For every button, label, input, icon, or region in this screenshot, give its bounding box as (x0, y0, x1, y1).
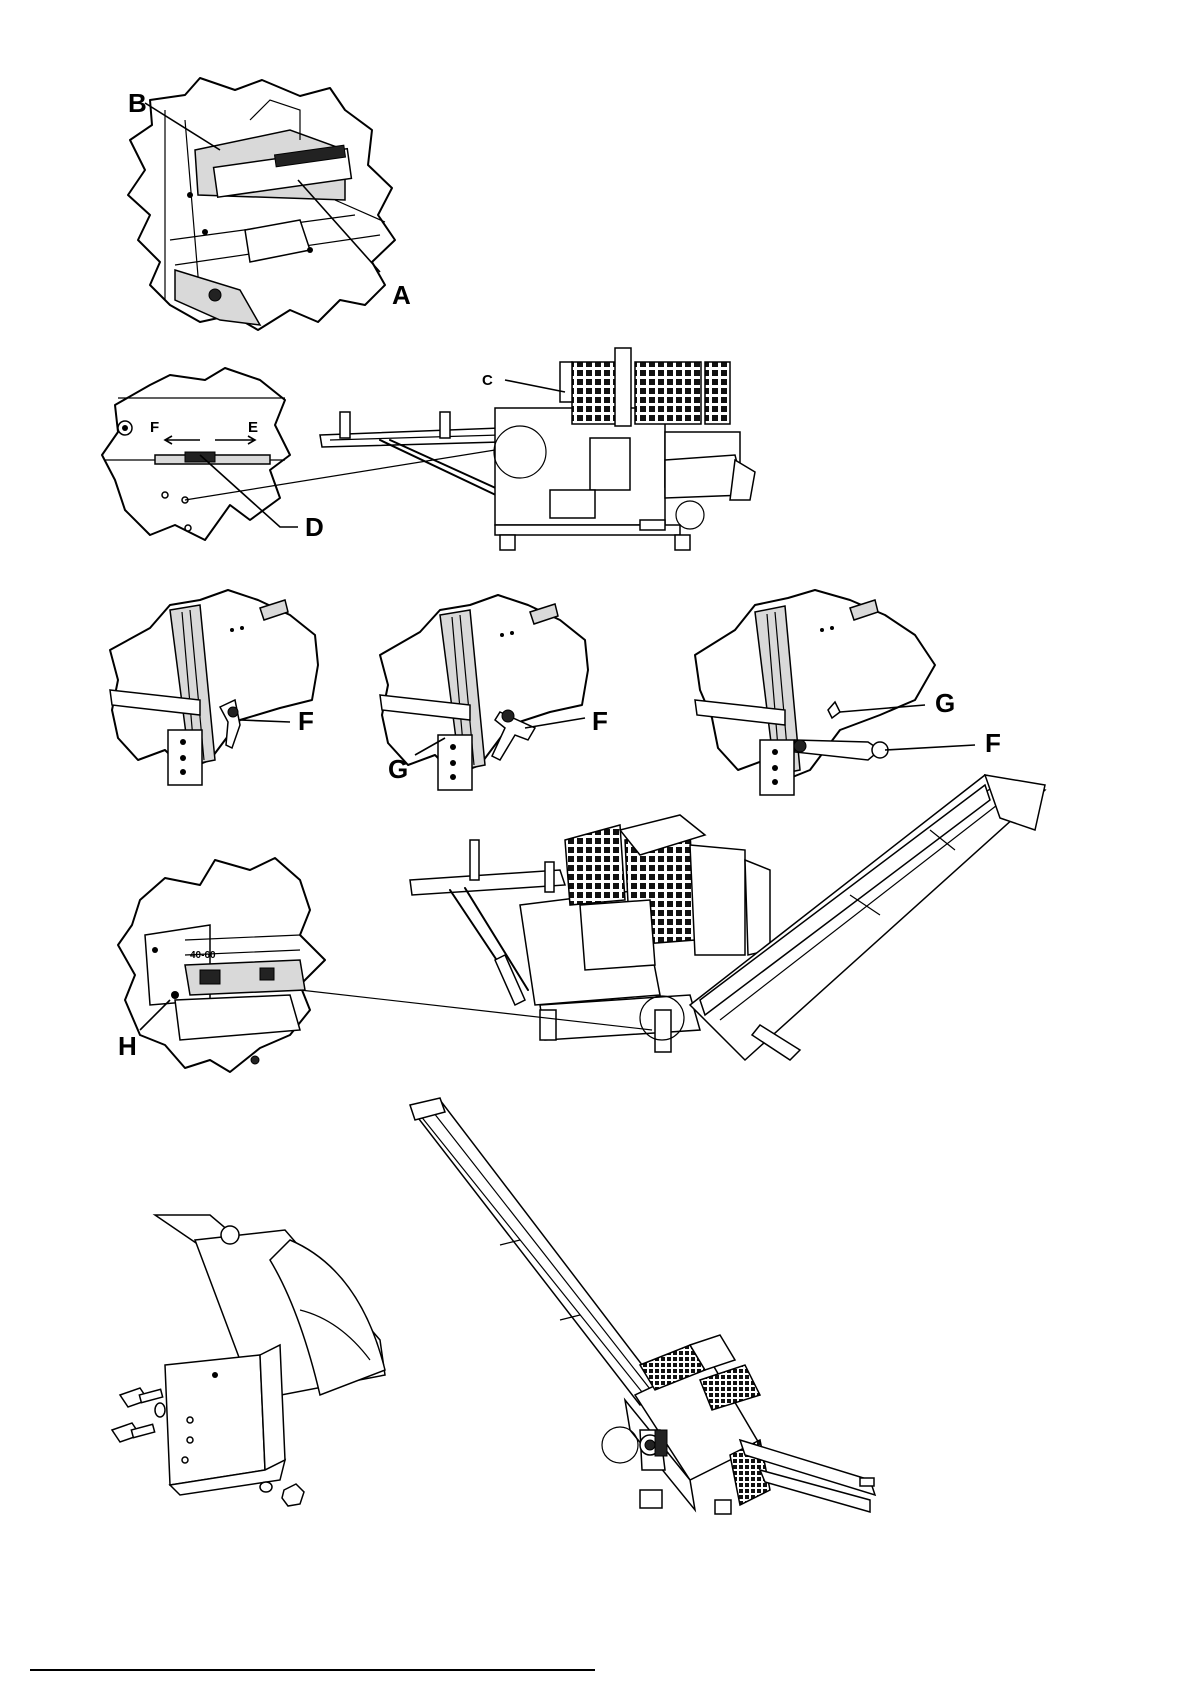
detail-lever-position-3: G F (695, 590, 1001, 795)
label-e: E (248, 419, 258, 436)
detail-sliding-plate: F E D (102, 368, 495, 542)
label-f2: F (592, 706, 608, 736)
label-h: H (118, 1031, 137, 1061)
label-b: B (128, 88, 147, 118)
bracket-exploded-view (112, 1215, 385, 1506)
detail-lever-position-2: F G (380, 595, 608, 790)
label-d: D (305, 512, 324, 542)
label-a: A (392, 280, 411, 310)
label-g2: G (935, 688, 955, 718)
machine-conveyor-view: 40-60 H (118, 775, 1045, 1072)
label-g1: G (388, 754, 408, 784)
machine-side-view: C (320, 348, 755, 550)
label-c: C (482, 372, 493, 389)
detail-blade-guide-outline (128, 78, 395, 330)
detail-lever-position-1: F (110, 590, 318, 785)
label-f1: F (298, 706, 314, 736)
machine-raised-conveyor-view (410, 1098, 875, 1514)
plate-marking: 40-60 (190, 950, 216, 961)
detail-blade-guide: B A (128, 78, 411, 330)
label-f3: F (985, 728, 1001, 758)
label-f-arrow: F (150, 419, 159, 436)
